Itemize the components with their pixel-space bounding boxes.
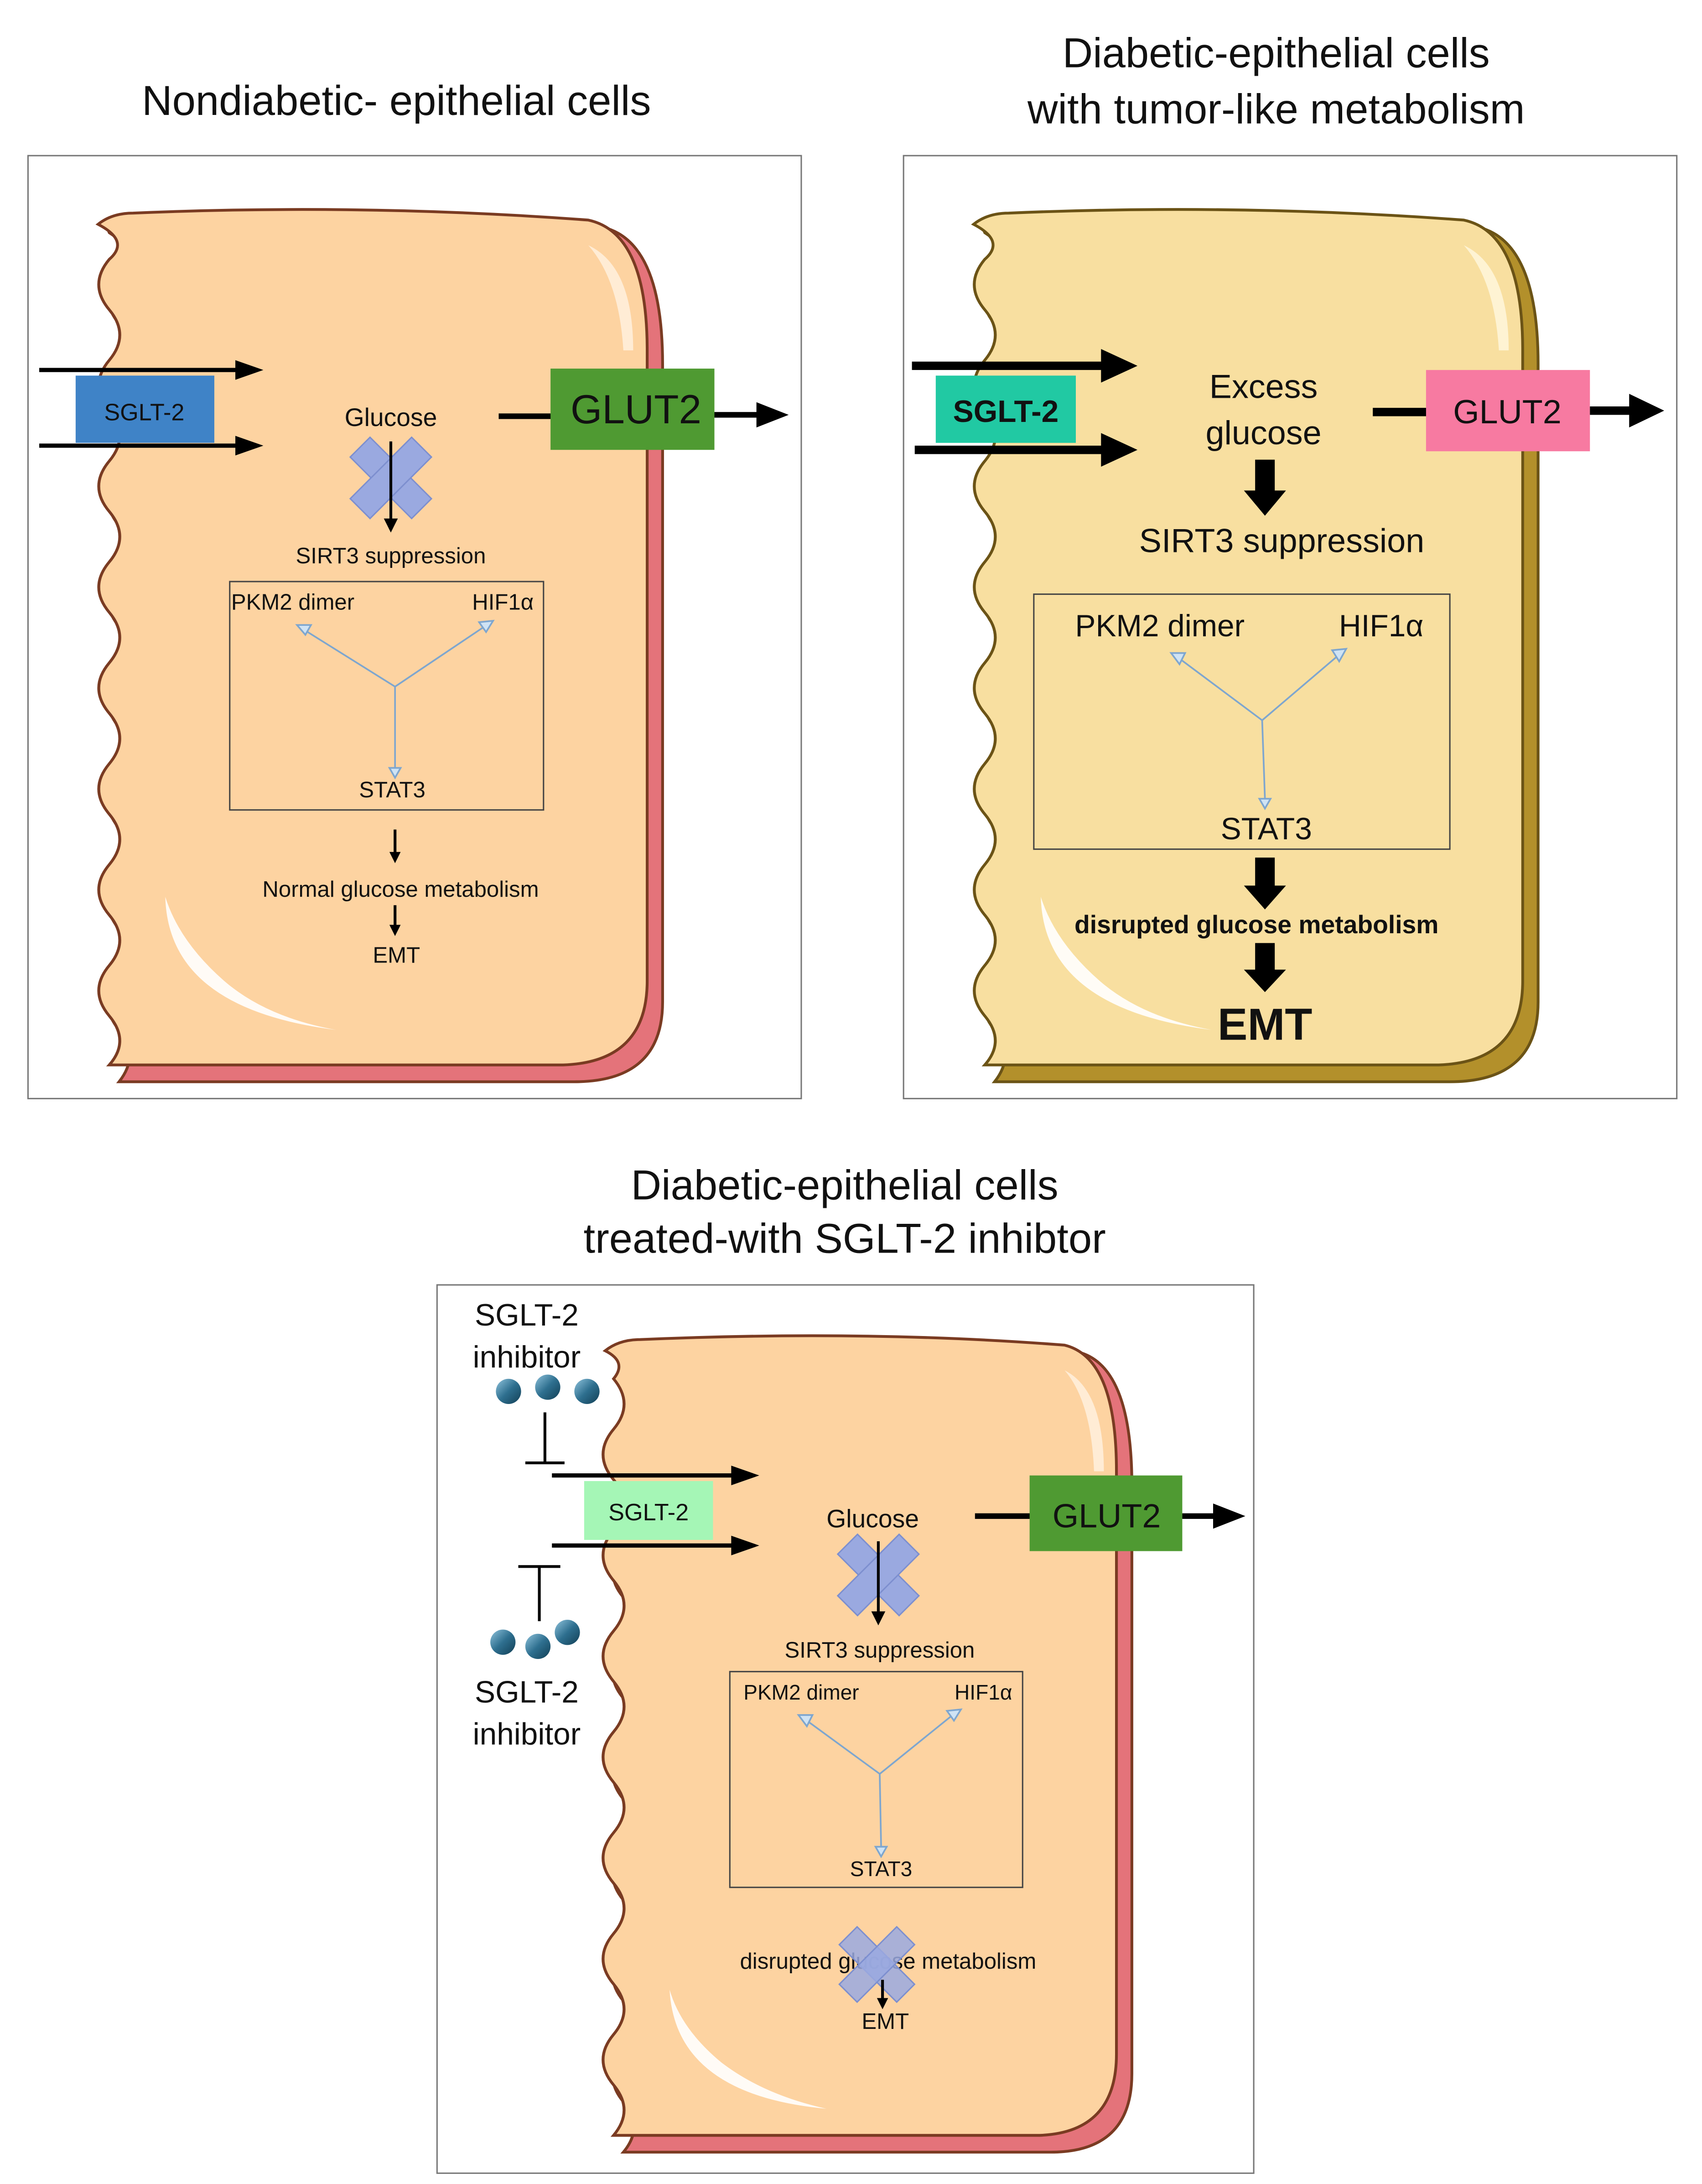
sglt2-label: SGLT-2 <box>953 395 1059 429</box>
glut2-transporter-box <box>550 369 715 450</box>
hif1a-label: HIF1α <box>955 1680 1012 1704</box>
panel-title-line: with tumor-like metabolism <box>1027 86 1525 133</box>
inhibitor-label: SGLT-2 <box>475 1298 579 1332</box>
emt-label: EMT <box>1218 999 1312 1049</box>
cell-body <box>95 208 664 1083</box>
panel-nondiabetic: Nondiabetic- epithelial cells SGLT-2 GLU… <box>27 77 802 1099</box>
panel-title-line: treated-with SGLT-2 inhibtor <box>584 1215 1106 1262</box>
block-cross-icon <box>838 1925 916 2003</box>
sglt2-transporter-box <box>584 1481 713 1540</box>
pathway-box <box>229 581 545 811</box>
glut2-efflux-arrowhead <box>1213 1503 1245 1529</box>
pathway-arrows <box>1169 648 1348 811</box>
panel-frame <box>903 155 1678 1099</box>
pkm2-label: PKM2 dimer <box>231 590 354 614</box>
glut2-label: GLUT2 <box>571 386 701 432</box>
pkm2-label: PKM2 dimer <box>743 1680 859 1704</box>
glut2-label: GLUT2 <box>1053 1497 1161 1534</box>
cell-body <box>971 208 1540 1083</box>
thick-arrow-down <box>1244 943 1286 992</box>
panel-frame <box>27 155 802 1099</box>
pathway-box <box>729 1671 1023 1888</box>
stat3-label: STAT3 <box>1221 812 1312 846</box>
pathway-arrows <box>797 1708 963 1858</box>
sglt2-label: SGLT-2 <box>608 1499 689 1526</box>
drug-molecule-icon <box>496 1374 600 1404</box>
arrow-down-head <box>877 1998 888 2009</box>
thick-arrow-down <box>1244 858 1286 910</box>
panel-diabetic: Diabetic-epithelial cells with tumor-lik… <box>903 30 1678 1099</box>
emt-label: EMT <box>861 2009 909 2034</box>
stat3-label: STAT3 <box>359 778 426 802</box>
glucose-influx-arrows <box>39 360 264 456</box>
metabolism-label: disrupted glucose metabolism <box>1074 910 1438 939</box>
hif1a-label: HIF1α <box>1339 609 1423 643</box>
arrow-down-head <box>871 1611 886 1626</box>
cell-highlight <box>588 245 633 351</box>
pathway-box <box>1033 593 1451 850</box>
arrow-down-head <box>384 518 398 533</box>
metabolism-label: Normal glucose metabolism <box>262 877 539 902</box>
glut2-label: GLUT2 <box>1453 393 1562 431</box>
inhibition-bar <box>525 1412 565 1465</box>
glucose-label: Glucose <box>826 1504 919 1533</box>
inhibitor-label: inhibitor <box>473 1340 581 1374</box>
inhibitor-label: inhibitor <box>473 1717 581 1751</box>
inhibitor-label: SGLT-2 <box>475 1675 579 1709</box>
pkm2-label: PKM2 dimer <box>1075 609 1245 643</box>
panel-title-line: Diabetic-epithelial cells <box>631 1162 1059 1209</box>
pathway-arrows <box>295 619 495 780</box>
panel-frame <box>436 1284 1255 2174</box>
glut2-efflux-arrowhead <box>1629 394 1665 428</box>
sglt2-transporter-box <box>935 375 1076 443</box>
glucose-label: Glucose <box>345 403 437 432</box>
glucose-influx-arrows <box>912 349 1138 467</box>
sglt2-transporter-box <box>75 375 214 443</box>
panel-title-line: Diabetic-epithelial cells <box>1063 30 1490 77</box>
cell-highlight <box>1064 1370 1104 1472</box>
cell-highlight <box>669 1989 827 2109</box>
inhibition-bar <box>518 1565 560 1622</box>
sirt3-label: SIRT3 suppression <box>1139 521 1424 559</box>
sirt3-label: SIRT3 suppression <box>296 544 486 568</box>
panel-treated: Diabetic-epithelial cells treated-with S… <box>436 1162 1255 2174</box>
thick-arrow-down <box>1244 459 1286 516</box>
glut2-transporter-box <box>1426 370 1590 452</box>
stat3-label: STAT3 <box>850 1857 913 1881</box>
glucose-label: Excess <box>1209 368 1318 406</box>
panel-title-line: Nondiabetic- epithelial cells <box>142 77 651 124</box>
arrow-down-head <box>389 925 401 936</box>
arrow-down-head <box>389 852 401 863</box>
glut2-efflux-arrowhead <box>756 402 789 428</box>
glucose-label: glucose <box>1206 414 1322 452</box>
sirt3-label: SIRT3 suppression <box>785 1638 975 1663</box>
cell-highlight <box>1463 245 1509 351</box>
hif1a-label: HIF1α <box>472 590 534 614</box>
glut2-transporter-box <box>1029 1475 1183 1551</box>
sglt2-label: SGLT-2 <box>104 400 184 426</box>
cell-highlight <box>165 897 337 1030</box>
drug-molecule-icon <box>490 1620 580 1659</box>
emt-label: EMT <box>373 943 420 967</box>
glucose-influx-arrows <box>552 1466 759 1555</box>
cell-highlight <box>1041 897 1212 1030</box>
